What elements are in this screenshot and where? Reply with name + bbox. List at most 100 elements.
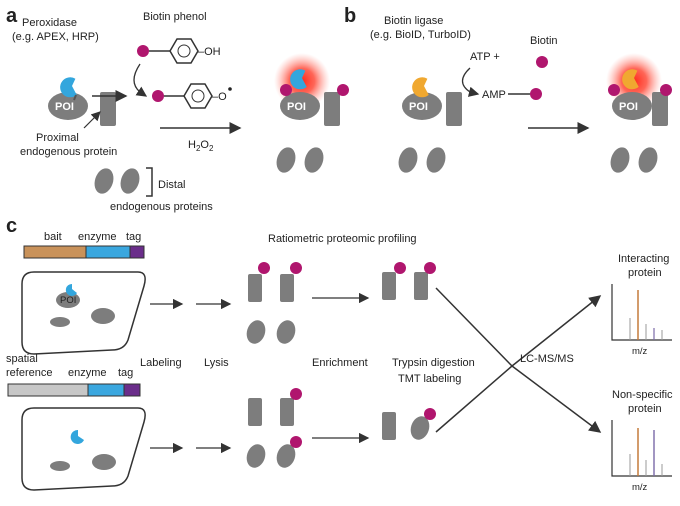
nucleus-ellipse: [50, 461, 70, 471]
peroxidase-enzyme-icon: [290, 69, 307, 90]
panel-label-c: c: [6, 215, 17, 237]
tag-label: tag: [126, 231, 141, 243]
trypsin-step-label: Trypsin digestion: [392, 357, 475, 369]
biotin-icon: [290, 436, 302, 448]
peroxidase-example-label: (e.g. APEX, HRP): [12, 31, 99, 43]
biotin-icon: [530, 88, 542, 100]
poi-ellipse: [280, 92, 320, 120]
organelle-ellipse: [91, 308, 115, 324]
phenol-ring-icon: [169, 38, 199, 64]
enriched-protein: [410, 416, 430, 440]
distal-protein: [94, 168, 114, 194]
biotin-icon: [424, 262, 436, 274]
ligase-label: Biotin ligase: [384, 15, 443, 27]
biotin-icon: [152, 90, 164, 102]
enriched-protein-block: [414, 272, 428, 300]
lcms-label: LC-MS/MS: [520, 353, 574, 365]
biotin-icon: [660, 84, 672, 96]
mz-axis-label: m/z: [632, 346, 648, 357]
labeled-protein-block: [280, 398, 294, 426]
distal-protein: [304, 147, 324, 173]
aromatic-circle: [177, 44, 191, 58]
enzyme-label: enzyme: [68, 367, 107, 379]
ligase-enzyme-icon: [622, 69, 639, 90]
distal-protein: [398, 147, 418, 173]
interacting-label: Interacting: [618, 253, 669, 265]
spectrum-axes: [611, 420, 672, 477]
enrichment-step-label: Enrichment: [312, 357, 368, 369]
atp-label: ATP +: [470, 51, 500, 63]
tag-segment: [123, 383, 141, 397]
output-arrow-icon: [511, 365, 602, 433]
enzyme-label: enzyme: [78, 231, 117, 243]
nucleus-ellipse: [50, 317, 70, 327]
bait-label: bait: [44, 231, 62, 243]
curved-arrow-icon: [133, 63, 148, 97]
labeled-protein-block: [280, 274, 294, 302]
nonspecific-label-line2: protein: [628, 403, 662, 415]
biotin-icon: [394, 262, 406, 274]
ratiometric-label: Ratiometric proteomic profiling: [268, 233, 417, 245]
enzyme-icon: [70, 429, 84, 444]
tag-label: tag: [118, 367, 133, 379]
poi-ellipse: [48, 92, 88, 120]
labeled-protein-block: [248, 274, 262, 302]
biotin-icon: [280, 84, 292, 96]
labeled-protein-block: [324, 92, 340, 126]
converge-line: [435, 287, 513, 367]
cell-outline: [21, 271, 146, 355]
radical-dot-icon: [228, 87, 232, 91]
enriched-protein-block: [382, 272, 396, 300]
biotin-icon: [337, 84, 349, 96]
biotin-icon: [290, 262, 302, 274]
panel-label-b: b: [344, 5, 356, 27]
panel-label-a: a: [6, 5, 18, 27]
bracket-icon: [146, 167, 153, 197]
biotin-icon: [424, 408, 436, 420]
bait-segment: [23, 245, 87, 259]
interacting-label-line2: protein: [628, 267, 662, 279]
biotin-label: Biotin: [530, 35, 558, 47]
biotin-icon: [608, 84, 620, 96]
aromatic-circle: [191, 89, 205, 103]
labeled-protein: [276, 444, 296, 468]
poi-label: POI: [287, 101, 306, 113]
ligase-enzyme-icon: [412, 77, 429, 98]
poi-label: POI: [619, 101, 638, 113]
poi-ellipse: [402, 92, 442, 120]
hydroxyl-label: –OH: [198, 46, 221, 58]
poi-label: POI: [60, 295, 76, 306]
reference-label: reference: [6, 367, 52, 379]
poi-ellipse: [612, 92, 652, 120]
pointer-arrow-icon: [83, 111, 101, 129]
proximal-protein-block: [100, 92, 116, 126]
organelle-ellipse: [92, 454, 116, 470]
distal-label-line2: endogenous proteins: [110, 201, 213, 213]
biotin-icon: [536, 56, 548, 68]
biotin-phenol-label: Biotin phenol: [143, 11, 207, 23]
unlabeled-protein: [246, 444, 266, 468]
amp-label: AMP: [482, 89, 506, 101]
nonspecific-label: Non-specific: [612, 389, 673, 401]
distal-label: Distal: [158, 179, 186, 191]
enzyme-segment: [87, 383, 125, 397]
proximal-label: Proximal: [36, 132, 79, 144]
curved-arrow-icon: [461, 67, 480, 97]
labeled-protein-block: [652, 92, 668, 126]
distal-protein: [120, 168, 140, 194]
peroxidase-enzyme-icon: [60, 77, 77, 98]
h2o2-label: H2O2: [188, 139, 214, 153]
linker-line: [73, 94, 77, 101]
poi-ellipse: [56, 292, 80, 308]
biotin-icon: [290, 388, 302, 400]
tmt-step-label: TMT labeling: [398, 373, 461, 385]
distal-protein: [276, 147, 296, 173]
distal-protein: [426, 147, 446, 173]
radical-label: –O: [212, 91, 227, 103]
unlabeled-protein: [276, 320, 296, 344]
proximal-label-line2: endogenous protein: [20, 146, 117, 158]
spatial-label: spatial: [6, 353, 38, 365]
poi-label: POI: [409, 101, 428, 113]
